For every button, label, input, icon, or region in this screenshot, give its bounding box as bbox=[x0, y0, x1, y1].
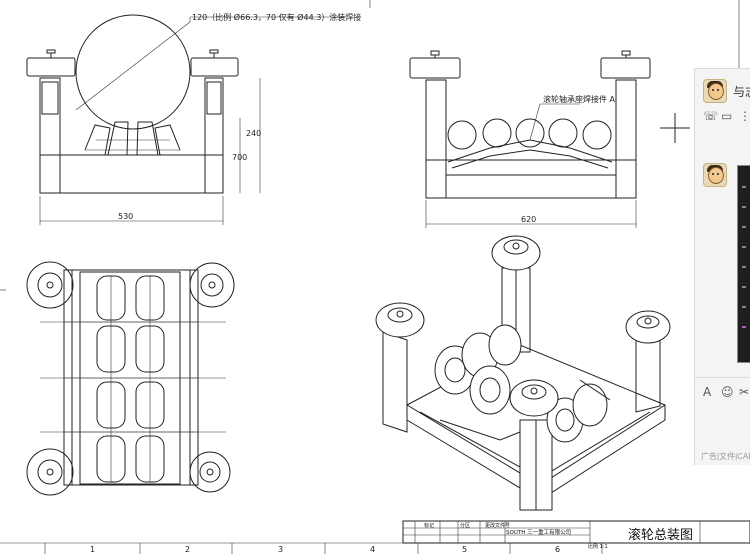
ruler-mark: 3 bbox=[278, 545, 283, 554]
ruler-mark: 1 bbox=[90, 545, 95, 554]
ruler-mark: 4 bbox=[370, 545, 375, 554]
chat-header[interactable]: 与志 bbox=[703, 79, 750, 103]
isometric-view bbox=[375, 235, 671, 511]
ruler-mark: 2 bbox=[185, 545, 190, 554]
front-dim-height: 700 bbox=[232, 153, 247, 162]
chat-divider bbox=[695, 377, 750, 378]
tb-label: 标记 bbox=[424, 522, 434, 529]
ruler-mark: 5 bbox=[462, 545, 467, 554]
emoji-icon[interactable]: ☺ bbox=[721, 385, 734, 399]
video-icon[interactable]: ▭ bbox=[721, 109, 733, 123]
phone-icon[interactable]: ☏ bbox=[703, 109, 719, 123]
crosshair-cursor-icon bbox=[660, 113, 690, 143]
front-view: 120（比例 Ø66.3，70 仅有 Ø44.3）涂装焊接 240 700 bbox=[26, 12, 361, 225]
tb-company: SOUTH 三一重工有限公司 bbox=[506, 528, 571, 536]
contact-name: 与志 bbox=[733, 84, 750, 99]
font-icon[interactable]: A bbox=[703, 385, 712, 399]
tb-label: 更改文件号 bbox=[485, 522, 510, 529]
image-message-preview[interactable] bbox=[737, 165, 750, 363]
chat-panel[interactable]: 与志 ☏ ▭ ⋮ A ☺ ✂ 广告|文件|CAD bbox=[694, 68, 750, 465]
message-row bbox=[703, 163, 727, 187]
avatar-icon bbox=[703, 163, 727, 187]
front-annotation: 120（比例 Ø66.3，70 仅有 Ø44.3）涂装焊接 bbox=[192, 12, 361, 22]
side-view: 滚轮轴承座焊接件 A 620 bbox=[409, 50, 651, 228]
tb-scale: 比例 1:1 bbox=[588, 543, 608, 550]
avatar-icon[interactable] bbox=[703, 79, 727, 103]
top-view bbox=[26, 261, 235, 496]
tb-label: 分区 bbox=[460, 522, 470, 529]
title-block: 标记 分区 更改文件号 SOUTH 三一重工有限公司 比例 1:1 滚轮总装图 bbox=[402, 520, 750, 550]
side-dim-width: 620 bbox=[521, 215, 536, 224]
front-dim-width: 530 bbox=[118, 212, 133, 221]
tb-drawing-title: 滚轮总装图 bbox=[628, 527, 693, 543]
front-dim-side: 240 bbox=[246, 129, 261, 138]
more-icon[interactable]: ⋮ bbox=[739, 109, 750, 123]
ruler-mark: 6 bbox=[555, 545, 560, 554]
screenshot-icon[interactable]: ✂ bbox=[739, 385, 750, 399]
chat-footer-text: 广告|文件|CAD bbox=[701, 452, 750, 461]
side-annotation: 滚轮轴承座焊接件 A bbox=[543, 94, 616, 104]
bottom-ruler: 1 2 3 4 5 6 bbox=[44, 543, 603, 554]
